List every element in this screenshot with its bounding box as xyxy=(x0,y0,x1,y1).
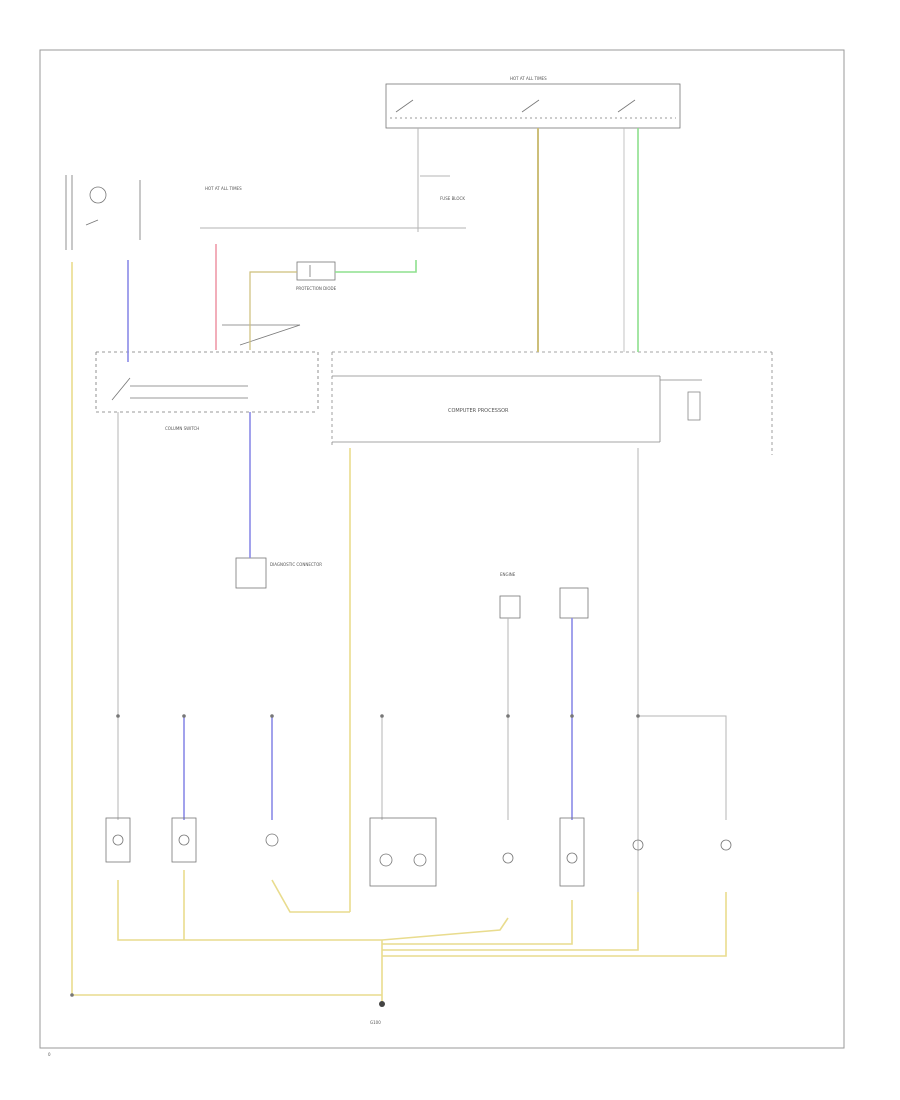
wire-diode-left xyxy=(249,271,297,350)
top-relay-box xyxy=(385,83,681,129)
label-hot-top: HOT AT ALL TIMES xyxy=(510,76,547,81)
relay-switch-a xyxy=(499,595,521,619)
ground-bus xyxy=(117,870,727,1002)
label-protection-diode: PROTECTION DIODE xyxy=(296,286,337,291)
wire-v7 xyxy=(638,715,727,820)
label-column-switch: COLUMN SWITCH xyxy=(165,426,199,431)
label-fuse-block: FUSE BLOCK xyxy=(440,196,465,201)
computer-processor xyxy=(331,351,773,455)
lamp-group xyxy=(105,817,732,887)
fuse-block-left xyxy=(65,175,141,250)
label-computer-processor: COMPUTER PROCESSOR xyxy=(448,408,509,414)
diagram-frame xyxy=(39,49,845,1049)
label-hot-left: HOT AT ALL TIMES xyxy=(205,186,242,191)
wire-diode-right xyxy=(335,260,417,273)
relay-switch-b xyxy=(559,587,589,619)
label-diagnostic-connector: DIAGNOSTIC CONNECTOR xyxy=(270,562,322,567)
label-engine: ENGINE xyxy=(500,572,516,577)
diagnostic-connector xyxy=(235,557,267,589)
splice-points xyxy=(70,714,640,997)
column-switch-box xyxy=(95,324,319,413)
label-ground: G100 xyxy=(370,1020,381,1025)
protection-diode xyxy=(296,261,336,281)
ground-symbol xyxy=(379,1001,385,1007)
label-part-no: 0 xyxy=(48,1052,51,1057)
